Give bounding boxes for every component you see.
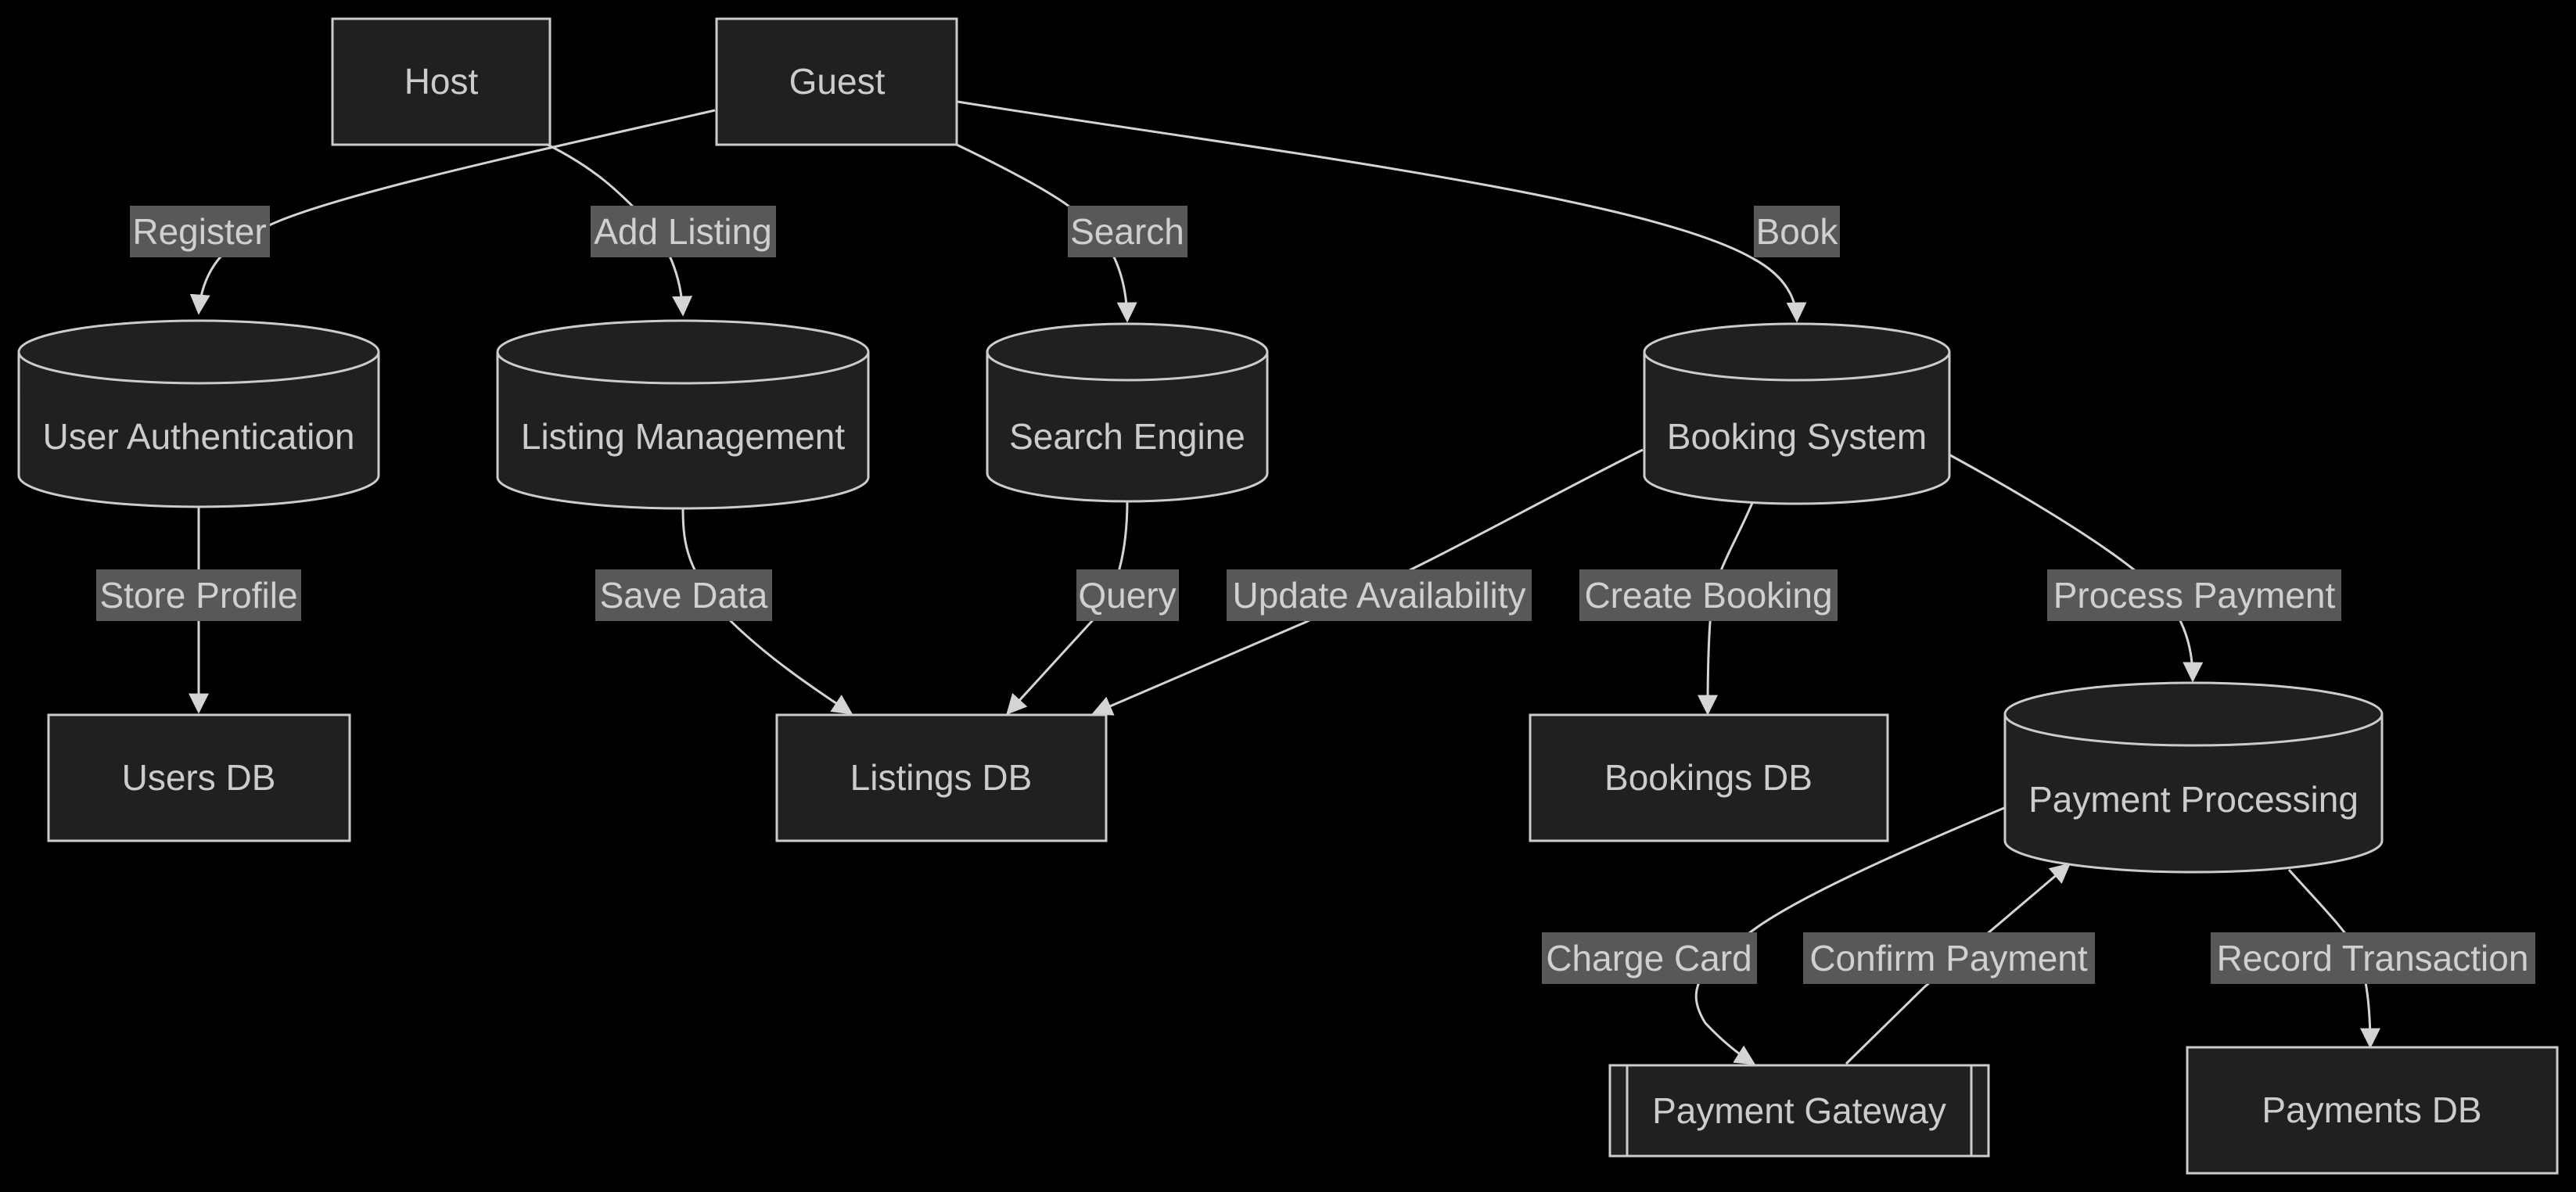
node-user-authentication-label: User Authentication bbox=[43, 416, 355, 457]
edge-label-record-transaction: Record Transaction bbox=[2211, 932, 2535, 984]
node-guest-label: Guest bbox=[789, 61, 886, 102]
edge-label-confirm-payment: Confirm Payment bbox=[1803, 932, 2095, 984]
node-host-label: Host bbox=[404, 61, 479, 102]
node-users-db-label: Users DB bbox=[122, 757, 276, 798]
edge-update-availability bbox=[1091, 448, 1644, 716]
node-listing-management-label: Listing Management bbox=[521, 416, 845, 457]
edge-process-payment bbox=[1949, 454, 2204, 683]
node-payments-db[interactable]: Payments DB bbox=[2186, 1046, 2559, 1175]
edge-label-charge-card-text: Charge Card bbox=[1546, 938, 1751, 978]
node-user-authentication[interactable]: User Authentication bbox=[17, 319, 380, 508]
edge-label-record-transaction-text: Record Transaction bbox=[2217, 938, 2529, 978]
edge-label-add-listing: Add Listing bbox=[591, 206, 776, 257]
node-host[interactable]: Host bbox=[331, 17, 551, 146]
node-listings-db-label: Listings DB bbox=[850, 757, 1033, 798]
edge-label-update-availability: Update Availability bbox=[1227, 569, 1532, 621]
node-booking-system[interactable]: Booking System bbox=[1643, 322, 1951, 505]
edge-label-store-profile: Store Profile bbox=[96, 569, 301, 621]
edge-label-update-availability-text: Update Availability bbox=[1232, 575, 1525, 616]
edge-label-register: Register bbox=[130, 206, 270, 257]
edge-label-process-payment-text: Process Payment bbox=[2053, 575, 2336, 616]
node-listings-db[interactable]: Listings DB bbox=[775, 713, 1108, 842]
edge-label-create-booking: Create Booking bbox=[1579, 569, 1838, 621]
edge-label-query: Query bbox=[1076, 569, 1179, 621]
edge-label-process-payment: Process Payment bbox=[2047, 569, 2341, 621]
node-search-engine-label: Search Engine bbox=[1009, 416, 1245, 457]
node-bookings-db-label: Bookings DB bbox=[1604, 757, 1813, 798]
edge-label-query-text: Query bbox=[1078, 575, 1176, 616]
node-payment-processing-label: Payment Processing bbox=[2028, 779, 2359, 820]
edge-label-register-text: Register bbox=[132, 211, 266, 252]
nodes: Host Guest User Authentication Listing M… bbox=[17, 17, 2559, 1175]
node-users-db[interactable]: Users DB bbox=[47, 713, 351, 842]
edge-label-search: Search bbox=[1068, 206, 1187, 257]
edge-label-add-listing-text: Add Listing bbox=[594, 211, 772, 252]
edge-label-confirm-payment-text: Confirm Payment bbox=[1809, 938, 2088, 978]
edge-label-create-booking-text: Create Booking bbox=[1584, 575, 1832, 616]
edge-label-store-profile-text: Store Profile bbox=[99, 575, 297, 616]
node-guest[interactable]: Guest bbox=[715, 17, 958, 146]
edge-label-charge-card: Charge Card bbox=[1542, 932, 1757, 984]
node-payments-db-label: Payments DB bbox=[2262, 1090, 2481, 1130]
edge-label-save-data-text: Save Data bbox=[600, 575, 768, 616]
edge-labels: Register Add Listing Search Book Store P… bbox=[96, 206, 2535, 984]
edge-label-save-data: Save Data bbox=[595, 569, 772, 621]
edge-confirm-payment bbox=[1845, 863, 2071, 1065]
node-search-engine[interactable]: Search Engine bbox=[986, 322, 1269, 503]
edge-book bbox=[957, 100, 1807, 323]
edge-label-book-text: Book bbox=[1756, 211, 1839, 252]
node-payment-gateway-label: Payment Gateway bbox=[1652, 1090, 1946, 1131]
edge-label-book: Book bbox=[1754, 206, 1840, 257]
node-payment-processing[interactable]: Payment Processing bbox=[2003, 681, 2384, 874]
edge-label-search-text: Search bbox=[1070, 211, 1184, 252]
node-listing-management[interactable]: Listing Management bbox=[496, 319, 870, 510]
node-payment-gateway[interactable]: Payment Gateway bbox=[1608, 1064, 1990, 1158]
node-booking-system-label: Booking System bbox=[1667, 416, 1927, 457]
node-bookings-db[interactable]: Bookings DB bbox=[1529, 713, 1889, 842]
edge-register bbox=[189, 109, 716, 315]
